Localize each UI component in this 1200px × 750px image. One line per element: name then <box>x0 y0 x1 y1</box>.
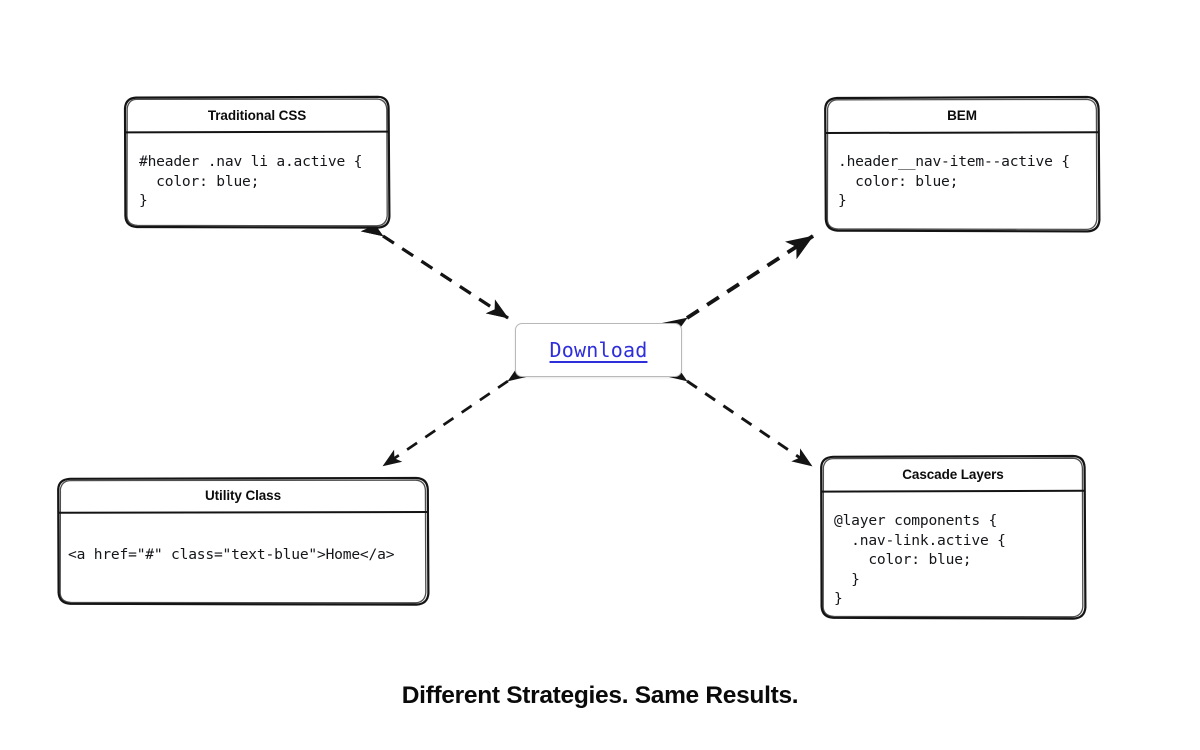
download-link[interactable]: Download <box>549 338 648 362</box>
card-utility-class[interactable]: Utility Class <a href="#" class="text-bl… <box>57 476 430 606</box>
card-code-utility-class: <a href="#" class="text-blue">Home</a> <box>68 546 395 563</box>
card-code-traditional-css: #header .nav li a.active { color: blue; … <box>139 153 363 209</box>
diagram-caption: Different Strategies. Same Results. <box>401 682 799 709</box>
connector-traditional-css <box>360 217 509 320</box>
card-cascade-layers[interactable]: Cascade Layers @layer components { .nav-… <box>820 454 1087 620</box>
card-title-cascade-layers: Cascade Layers <box>902 467 1004 482</box>
card-code-cascade-layers: @layer components { .nav-link.active { c… <box>834 512 1006 607</box>
connector-bem <box>659 234 815 342</box>
card-title-bem: BEM <box>947 108 977 123</box>
card-bem[interactable]: BEM .header__nav-item--active { color: b… <box>824 95 1101 233</box>
card-title-traditional-css: Traditional CSS <box>207 108 307 123</box>
card-traditional-css[interactable]: Traditional CSS #header .nav li a.active… <box>123 95 391 229</box>
card-title-utility-class: Utility Class <box>205 488 281 503</box>
connector-cascade-layers <box>666 363 813 468</box>
connector-utility-class <box>382 364 528 468</box>
download-node[interactable]: Download <box>515 323 682 377</box>
card-code-bem: .header__nav-item--active { color: blue;… <box>838 153 1070 209</box>
